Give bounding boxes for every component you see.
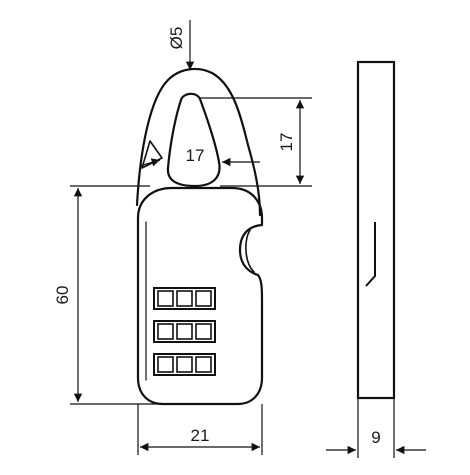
opening-width-label: 17 (186, 146, 205, 165)
body-width-label: 21 (191, 426, 210, 445)
dial-wheel (195, 356, 212, 373)
release-groove (245, 229, 255, 273)
opening-height-label: 17 (277, 133, 296, 152)
dial-row (153, 353, 216, 376)
dial-wheel (176, 290, 193, 307)
body-height-label: 60 (53, 286, 72, 305)
dial-wheel (157, 323, 174, 340)
opening-width-line (139, 158, 161, 167)
dial-wheel (157, 356, 174, 373)
dial-wheel (157, 290, 174, 307)
lock-body-outline (136, 186, 264, 406)
diameter-label: Ø5 (167, 27, 186, 50)
side-view-body (356, 60, 396, 400)
dial-row (153, 287, 216, 310)
combination-dials (153, 287, 216, 376)
dial-wheel (176, 323, 193, 340)
dial-wheel (176, 356, 193, 373)
dial-wheel (195, 290, 212, 307)
shackle-inner-opening (166, 92, 221, 188)
dial-wheel (195, 323, 212, 340)
dial-row (153, 320, 216, 343)
side-view-latch (365, 222, 376, 287)
shackle-outer-outline (135, 67, 262, 217)
body-thickness-label: 9 (371, 428, 380, 447)
